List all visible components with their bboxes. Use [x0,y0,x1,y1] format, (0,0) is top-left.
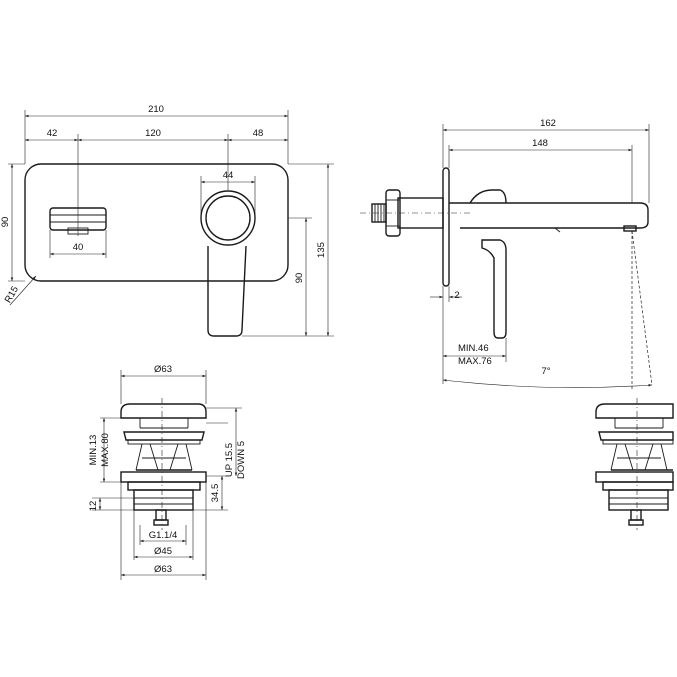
dim-corner-radius: R15 [3,284,21,305]
lever-handle [207,245,247,337]
dim-max-height: MAX.80 [100,433,111,467]
dim-angle: 7° [541,366,550,377]
dim-seg-mid: 120 [145,128,161,139]
dim-overall-width: 210 [148,104,164,115]
dim-wall-max: MAX.76 [458,356,492,367]
dim-wall-min: MIN.46 [458,343,489,354]
drain-cage [135,443,193,471]
front-view: 210 42 120 48 44 40 90 90 135 R15 [0,104,334,337]
dim-travel-down: DOWN 5 [236,441,247,479]
dim-spout-total: 162 [540,118,556,129]
dim-cap-diameter: Ø63 [154,364,172,375]
side-view: 162 148 2 MIN.46 MAX.76 7° [360,118,653,390]
dim-plate-height: 90 [0,217,11,228]
dim-plate-gap: 2 [454,290,459,301]
dim-thread-height: 12 [88,501,99,512]
drain-body [120,471,207,483]
dim-knob-width: 40 [73,242,84,253]
dim-overall-height: 135 [316,242,327,258]
dim-spout-reach: 148 [532,138,548,149]
dim-thread: G1.1/4 [149,530,178,541]
drain-front-view: Ø63 MIN.13 MAX.80 UP 15.5 DOWN 5 34.5 12… [88,364,247,580]
drain-flange [123,431,205,441]
spout [449,202,649,229]
side-lever [481,239,507,339]
dim-body-diameter: Ø45 [154,546,172,557]
drain-cap [120,403,207,419]
side-wall-plate [442,167,450,287]
dim-body-height: 34.5 [210,484,221,503]
drain-side-view [595,398,674,530]
drain-side-body [595,471,674,483]
dim-lever-width: 44 [223,170,234,181]
dim-min-height: MIN.13 [88,435,99,466]
dim-seg-left: 42 [47,128,58,139]
lever-ring-inner [205,195,251,241]
dim-flange-diameter: Ø63 [154,564,172,575]
dim-lever-height: 90 [294,273,305,284]
lever-ring [200,190,256,246]
wall-plate [24,163,289,282]
aerator [623,225,637,232]
drain-side-cap [595,403,674,419]
dim-seg-right: 48 [253,128,264,139]
dim-travel-up: UP 15.5 [224,443,235,477]
drain-pin [155,509,167,521]
